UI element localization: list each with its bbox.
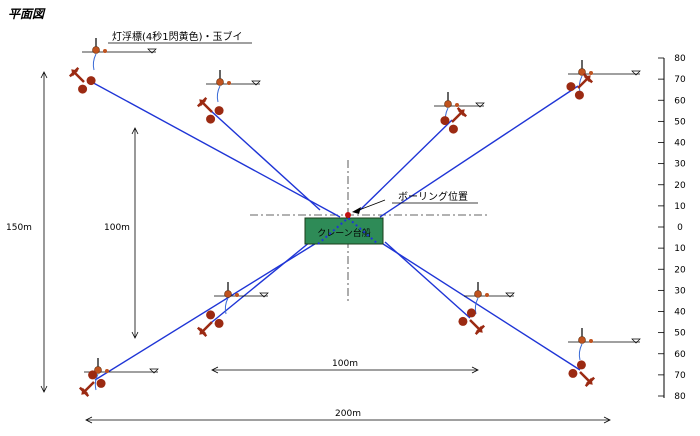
dim-overall-width-label: 200m bbox=[335, 409, 361, 419]
boring-leader bbox=[358, 199, 386, 211]
boring-point bbox=[345, 212, 351, 218]
scale-tick-label: 30 bbox=[674, 286, 686, 296]
anchors bbox=[68, 66, 596, 398]
scale-tick-label: 10 bbox=[674, 244, 686, 254]
dim-inner-width-label: 100m bbox=[332, 359, 358, 369]
mooring-line-nw-outer bbox=[87, 79, 341, 218]
buoy bbox=[206, 70, 261, 103]
scale-tick-label: 80 bbox=[674, 54, 686, 64]
mooring-line-nw-inner bbox=[209, 109, 321, 211]
crane-barge-label: クレーン台船 bbox=[317, 227, 371, 239]
scale-tick-label: 0 bbox=[677, 223, 683, 233]
buoy bbox=[214, 282, 269, 315]
anchor bbox=[196, 310, 224, 338]
buoy bbox=[464, 282, 515, 315]
dim-overall-width bbox=[85, 416, 611, 424]
scale-tick-label: 20 bbox=[674, 265, 686, 275]
barge-dotted-lines bbox=[317, 216, 379, 245]
dim-inner-height bbox=[131, 127, 139, 339]
scale-tick-label: 80 bbox=[674, 392, 686, 402]
scale-tick-label: 20 bbox=[674, 181, 686, 191]
page-title: 平面図 bbox=[8, 7, 46, 21]
anchor bbox=[78, 370, 106, 398]
scale-tick-label: 60 bbox=[674, 350, 686, 360]
scale-tick-label: 40 bbox=[674, 139, 686, 149]
crane-barge bbox=[304, 217, 384, 245]
anchor bbox=[568, 360, 596, 388]
dim-overall-height bbox=[40, 71, 48, 393]
anchor bbox=[566, 72, 594, 100]
anchor bbox=[196, 96, 224, 124]
anchor bbox=[458, 308, 486, 336]
scale-tick-label: 70 bbox=[674, 371, 686, 381]
scale-tick-label: 40 bbox=[674, 308, 686, 318]
scale-tick-label: 60 bbox=[674, 96, 686, 106]
boring-arrow bbox=[352, 207, 361, 214]
buoy bbox=[84, 358, 159, 391]
mooring-line-ne-inner bbox=[359, 119, 453, 211]
anchor bbox=[68, 66, 96, 94]
buoy bbox=[82, 38, 157, 71]
scale-tick-label: 50 bbox=[674, 329, 686, 339]
anchor bbox=[440, 106, 468, 134]
mooring-line-sw-inner bbox=[211, 241, 311, 323]
buoy bbox=[568, 328, 641, 361]
buoy-note: 灯浮標(4秒1閃黄色)・玉ブイ bbox=[112, 30, 243, 43]
mooring-lines bbox=[87, 79, 581, 381]
buoy bbox=[434, 92, 485, 125]
scale-tick-label: 70 bbox=[674, 75, 686, 85]
mooring-line-se-outer bbox=[379, 241, 581, 371]
buoys bbox=[82, 38, 641, 391]
dim-inner-width bbox=[211, 366, 479, 374]
scale-tick-label: 30 bbox=[674, 160, 686, 170]
dim-inner-height-label: 100m bbox=[104, 223, 130, 233]
boring-label: ボーリング位置 bbox=[398, 190, 468, 203]
scale-tick-label: 50 bbox=[674, 117, 686, 127]
scale-ticks: 80 70 60 50 40 30 20 10 0 10 20 30 40 50 60 70 80 bbox=[658, 54, 686, 402]
mooring-line-ne-outer bbox=[379, 85, 579, 218]
dim-overall-height-label: 150m bbox=[6, 223, 32, 233]
mooring-line-se-inner bbox=[384, 241, 471, 319]
buoy bbox=[568, 60, 641, 93]
scale-tick-label: 10 bbox=[674, 202, 686, 212]
